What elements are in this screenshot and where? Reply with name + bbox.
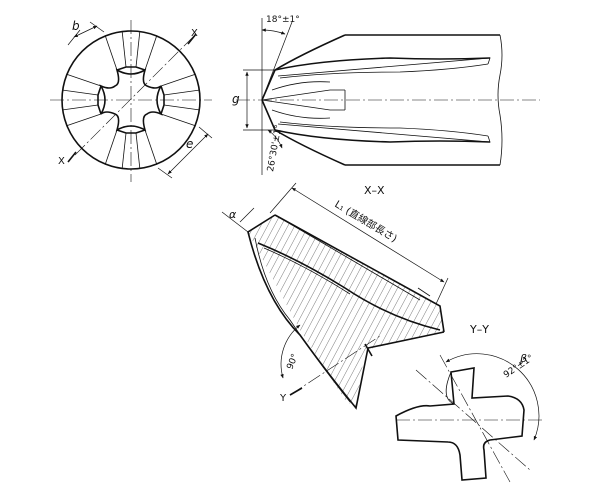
section-mark-x-bottom: X [58,156,65,167]
section-mark-x-top: X [191,28,198,39]
end-view: b e X X [50,19,213,182]
section-yy: Y–Y β 92°±1° [395,323,544,483]
angle-beta-label: β [519,352,527,365]
section-yy-title: Y–Y [469,323,489,336]
dim-b-label: b [72,19,80,33]
section-mark-y: Y [279,393,287,404]
dim-l1-label: L₁ (直線部長さ) [332,197,399,245]
section-xx-title: X–X [364,184,385,197]
side-view: 18°±1° g 26°30'±1° [232,15,540,175]
angle-base-label: 26°30'±1° [266,124,284,173]
angle-alpha-label: α [229,208,237,221]
dim-g-label: g [232,92,240,106]
angle-90-label: 90° [286,353,301,372]
section-xx: X–X L₁ (直線部長さ) α 90° Y [221,182,449,410]
angle-tip-label: 18°±1° [266,15,300,25]
angle-92-label: 92°±1° [502,353,536,380]
dim-e-label: e [186,137,193,151]
